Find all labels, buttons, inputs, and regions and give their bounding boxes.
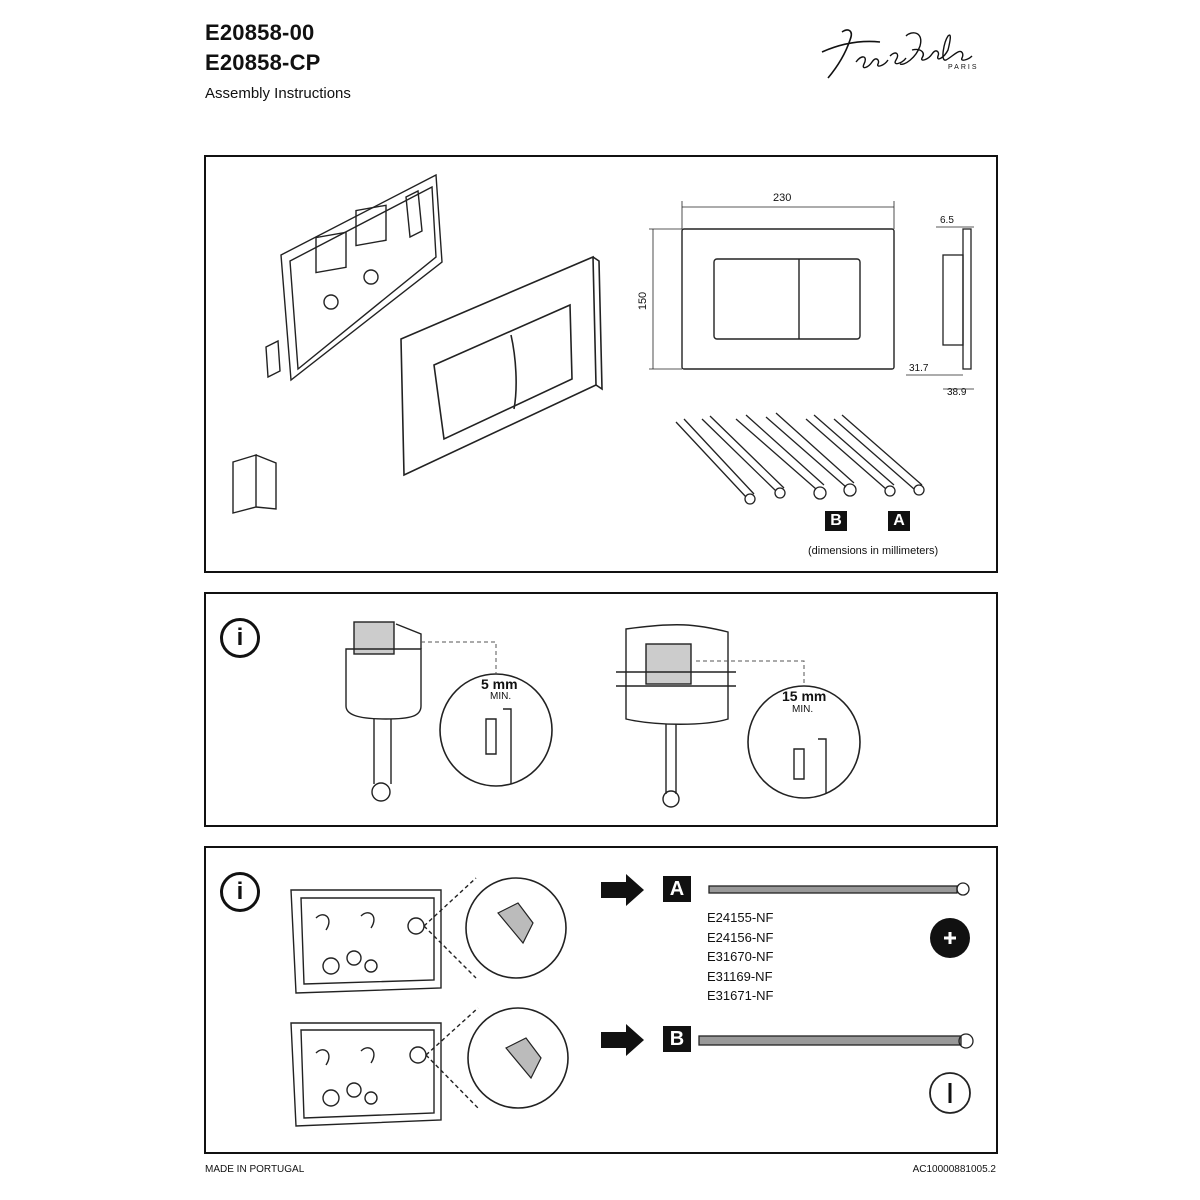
frame-detail-b-drawing	[290, 1007, 479, 1127]
reference-number: AC10000881005.2	[912, 1164, 996, 1175]
dimensions-note: (dimensions in millimeters)	[808, 545, 939, 557]
screw-selection-illustrations	[290, 874, 974, 1127]
cistern-2-drawing	[616, 624, 736, 808]
clearance-2-value: 15 mm	[782, 688, 827, 704]
clearance-illustrations	[345, 621, 861, 808]
front-view-drawing	[649, 201, 895, 370]
brand-logo: PARIS	[820, 22, 990, 82]
origin-label: MADE IN PORTUGAL	[205, 1164, 305, 1175]
arrow-b-icon	[601, 1024, 644, 1056]
phillips-head-icon	[930, 918, 970, 958]
info-icon-2: i	[220, 872, 260, 912]
screw-label-b: B	[825, 511, 847, 531]
screw-label-a: A	[888, 511, 910, 531]
dimension-depth-mid: 31.7	[909, 363, 929, 374]
dimension-depth-top: 6.5	[940, 215, 954, 226]
brand-signature-graphic	[821, 29, 973, 79]
clearance-2-min: MIN.	[792, 704, 814, 715]
dimension-depth-total: 38.9	[947, 387, 967, 398]
screw-selection-panel: i	[204, 846, 998, 1154]
part-number: E31670-NF	[707, 949, 774, 964]
model-number-2: E20858-CP	[205, 50, 321, 75]
part-number: E31169-NF	[707, 968, 773, 984]
part-number: E31671-NF	[707, 988, 774, 1003]
frame-detail-a-drawing	[290, 877, 477, 994]
screws-drawing	[675, 412, 925, 505]
detail-circle-2	[747, 685, 861, 799]
clearance-1-value: 5 mm	[481, 676, 518, 692]
arrow-a-icon	[601, 874, 644, 906]
part-numbers-list: E24155-NF E24156-NF E31670-NF E31169-NF …	[707, 908, 773, 1006]
document-subtitle: Assembly Instructions	[205, 85, 351, 102]
part-number: E24155-NF	[707, 910, 774, 925]
contents-illustrations	[232, 173, 974, 514]
cistern-1-drawing	[345, 621, 422, 802]
dimension-height: 150	[637, 291, 650, 311]
mounting-frame-drawing	[265, 173, 443, 382]
screw-label-a-large: A	[663, 876, 691, 902]
model-number-1: E20858-00	[205, 20, 315, 45]
part-number: E24156-NF	[707, 929, 774, 945]
clearance-1-min: MIN.	[490, 691, 512, 702]
screw-b-drawing	[698, 1033, 974, 1049]
leaflet-drawing	[232, 454, 277, 514]
screw-a-drawing	[708, 882, 970, 896]
info-icon: i	[220, 618, 260, 658]
side-view-drawing	[906, 226, 974, 390]
screw-label-b-large: B	[663, 1026, 691, 1052]
flush-plate-drawing	[400, 255, 603, 477]
brand-city: PARIS	[948, 64, 979, 71]
clearance-panel: i 5 mm MIN. 15 mm MIN.	[204, 592, 998, 827]
dimension-width: 230	[773, 192, 792, 204]
contents-panel: 230 150 6.5 31.7 38.9 B A (dimensions in…	[204, 155, 998, 573]
slotted-head-icon	[929, 1072, 971, 1114]
